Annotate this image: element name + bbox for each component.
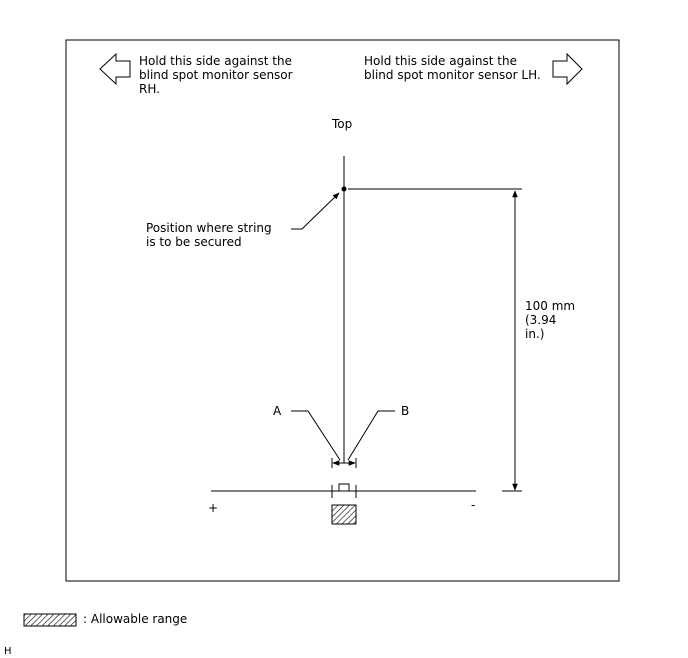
legend-swatch bbox=[23, 613, 77, 627]
minus-label: - bbox=[471, 498, 475, 512]
allowable-range-box bbox=[331, 504, 357, 525]
right-note-line-2: blind spot monitor sensor LH. bbox=[364, 68, 541, 82]
string-position-leader bbox=[291, 192, 340, 230]
label-a: A bbox=[273, 404, 282, 418]
dimension-label-line-2: (3.94 bbox=[525, 313, 556, 327]
left-note-line-1: Hold this side against the bbox=[139, 54, 292, 68]
plus-label: + bbox=[208, 501, 218, 515]
left-note-line-3: RH. bbox=[139, 82, 160, 96]
left-note-line-2: blind spot monitor sensor bbox=[139, 68, 293, 82]
label-b: B bbox=[401, 404, 409, 418]
footer-code: H bbox=[4, 646, 12, 657]
right-note-line-1: Hold this side against the bbox=[364, 54, 517, 68]
arrow-right-icon bbox=[552, 52, 583, 86]
leader-a bbox=[291, 410, 341, 461]
string-position-label-line-1: Position where string bbox=[146, 221, 272, 235]
legend-label: : Allowable range bbox=[83, 612, 187, 626]
dimension-label-line-3: in.) bbox=[525, 327, 544, 341]
string-position-label-line-2: is to be secured bbox=[146, 235, 242, 249]
top-label: Top bbox=[331, 117, 352, 131]
string-secure-point bbox=[341, 186, 347, 192]
dimension-label-line-1: 100 mm bbox=[525, 299, 575, 313]
sensor-marker bbox=[338, 483, 350, 492]
leader-b bbox=[347, 410, 395, 461]
diagram-frame bbox=[65, 39, 620, 582]
arrow-left-icon bbox=[99, 52, 131, 86]
